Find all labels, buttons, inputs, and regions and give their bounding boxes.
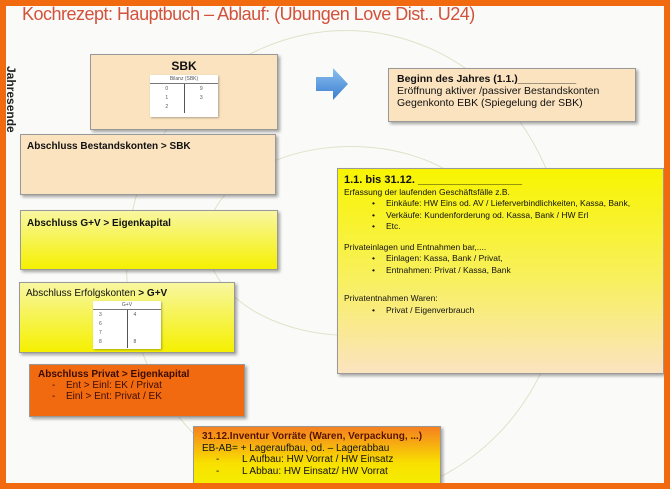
- bestandskonten-label: Abschluss Bestandskonten > SBK: [27, 141, 191, 152]
- cell: 8: [99, 339, 102, 345]
- cell: 2: [165, 104, 169, 110]
- cell: 0: [165, 86, 169, 92]
- slide: Kochrezept: Hauptbuch – Ablauf: (Übungen…: [6, 6, 664, 483]
- cell: 8: [133, 339, 137, 345]
- guv-eigenkapital-label: Abschluss G+V > Eigenkapital: [27, 218, 171, 229]
- privat-heading: Abschluss Privat > Eigenkapital: [38, 369, 190, 380]
- cell: 9: [199, 86, 203, 92]
- bestandskonten-box: Abschluss Bestandskonten > SBK: [20, 134, 276, 195]
- sbk-t-account: Bilanz (SBK) 0 1 2 9 3: [150, 75, 218, 117]
- year-box: 1.1. bis 31.12. _________________ Erfass…: [337, 168, 664, 374]
- side-label: Jahresende: [6, 66, 18, 133]
- erfolgskonten-box: Abschluss Erfolgskonten > G+V G+V 3 6 7 8 4 8: [19, 282, 235, 353]
- slide-title: Kochrezept: Hauptbuch – Ablauf: (Übungen…: [22, 6, 475, 24]
- year-item: Einlagen: Kassa, Bank / Privat,: [372, 253, 657, 265]
- year-intro-goods: Privatentnahmen Waren:: [344, 293, 438, 303]
- guv-eigenkapital-box: Abschluss G+V > Eigenkapital: [20, 210, 278, 270]
- arrow-right-icon: [316, 68, 348, 100]
- erfolgskonten-label: Abschluss Erfolgskonten: [26, 288, 136, 299]
- beginn-box: Beginn des Jahres (1.1.)__________ Eröff…: [388, 68, 636, 122]
- cell: 6: [99, 321, 102, 327]
- cell: 7: [99, 330, 102, 336]
- sbk-table-header: Bilanz (SBK): [150, 75, 218, 84]
- inventur-heading: 31.12.Inventur Vorräte (Waren, Verpackun…: [202, 431, 423, 442]
- cell: 3: [199, 95, 203, 101]
- year-item: Privat / Eigenverbrauch: [372, 305, 657, 317]
- beginn-line: Eröffnung aktiver /passiver Bestandskont…: [397, 85, 600, 97]
- sbk-box: SBK Bilanz (SBK) 0 1 2 9 3: [90, 54, 278, 130]
- year-item: Verkäufe: Kundenforderung od. Kassa, Ban…: [372, 210, 657, 222]
- privat-item: Einl > Ent: Privat / EK: [52, 391, 236, 402]
- guv-t-account: G+V 3 6 7 8 4 8: [93, 301, 161, 349]
- erfolgskonten-target: > G+V: [138, 288, 168, 299]
- year-heading: 1.1. bis 31.12. _________________: [344, 174, 522, 186]
- cell: 1: [165, 95, 169, 101]
- cell: 4: [133, 312, 137, 318]
- year-intro: Erfassung der laufenden Geschäftsfälle z…: [344, 186, 510, 197]
- guv-table-header: G+V: [93, 301, 161, 310]
- inventur-line: EB-AB= + Lageraufbau, od. – Lagerabbau: [202, 442, 390, 454]
- inventur-item: L Abbau: HW Einsatz/ HW Vorrat: [216, 466, 432, 478]
- year-item: Entnahmen: Privat / Kassa, Bank: [372, 265, 657, 277]
- year-intro-private: Privateinlagen und Entnahmen bar,....: [344, 241, 487, 252]
- cell: 3: [99, 312, 102, 318]
- year-item: Einkäufe: HW Eins od. AV / Lieferverbind…: [372, 198, 657, 210]
- inventur-item: L Aufbau: HW Vorrat / HW Einsatz: [216, 454, 432, 466]
- privat-box: Abschluss Privat > Eigenkapital Ent > Ei…: [29, 364, 245, 417]
- privat-item: Ent > Einl: EK / Privat: [52, 380, 236, 391]
- beginn-heading: Beginn des Jahres (1.1.)__________: [397, 73, 577, 85]
- year-item: Etc.: [372, 221, 657, 233]
- sbk-title: SBK: [171, 59, 197, 73]
- inventur-box: 31.12.Inventur Vorräte (Waren, Verpackun…: [193, 426, 441, 483]
- beginn-line: Gegenkonto EBK (Spiegelung der SBK): [397, 97, 583, 109]
